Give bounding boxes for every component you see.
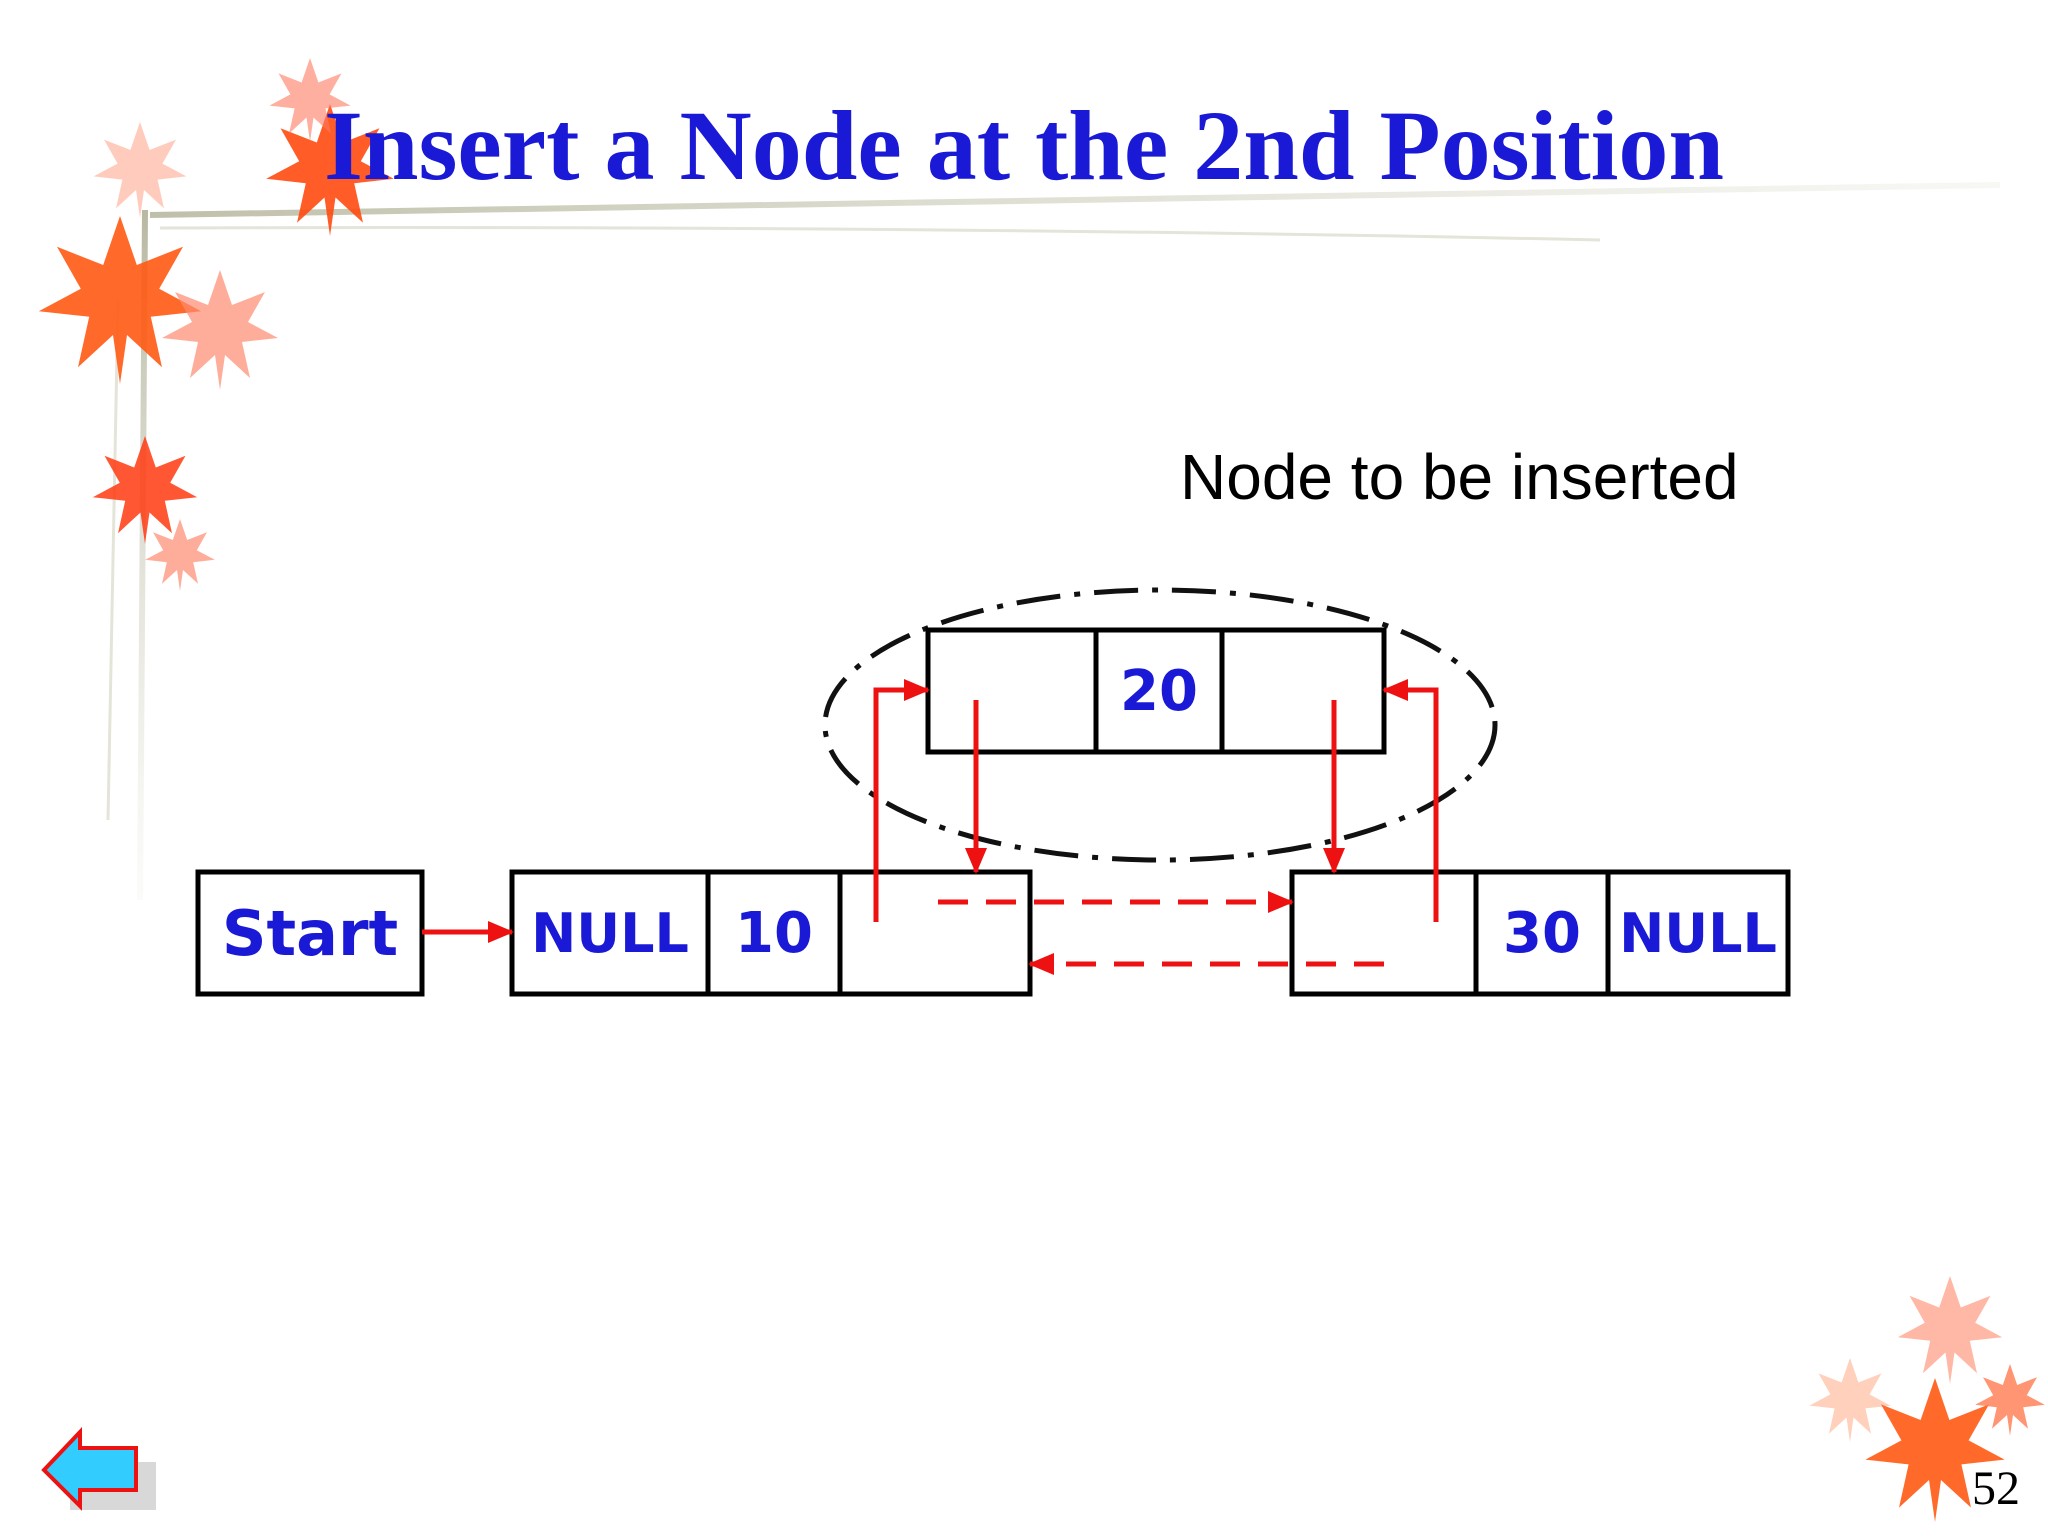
arrow-node3-to-new-node [1382, 679, 1439, 922]
maple-leaf-icon [266, 104, 394, 236]
new-node-data-label: 20 [1120, 658, 1198, 724]
node-1-next-cell [837, 869, 1033, 997]
maple-leaf-icon [38, 216, 202, 384]
node-3-next-cell [1605, 869, 1791, 997]
maple-leaf-icon [93, 122, 187, 218]
frame-line-horizontal [149, 182, 2001, 218]
node-3-data-label: 30 [1503, 900, 1581, 966]
node-3-data-cell [1473, 869, 1611, 997]
maple-leaf-icon [162, 270, 278, 390]
maple-leaf-icon [1865, 1378, 2005, 1522]
slide-title: Insert a Node at the 2nd Position [323, 90, 1725, 201]
maple-leaf-icon [1975, 1364, 2045, 1436]
new-node-data-cell [1093, 627, 1225, 755]
node-3 [1289, 869, 1791, 997]
node-3-next-label: NULL [1619, 901, 1777, 965]
node-1-data-label: 10 [735, 900, 813, 966]
node-3-prev-cell [1289, 869, 1479, 997]
diagram-caption: Node to be inserted [1180, 441, 1739, 513]
maple-leaf-icon [1809, 1358, 1891, 1442]
left-arrow-icon [41, 1426, 138, 1511]
new-node [925, 627, 1387, 755]
new-node-next-cell [1219, 627, 1387, 755]
new-node-highlight-ellipse [822, 587, 1498, 863]
arrow-node1-to-new-node [873, 679, 930, 922]
start-label: Start [221, 896, 399, 970]
page-number: 52 [1972, 1462, 2020, 1515]
new-node-prev-cell [925, 627, 1099, 755]
back-button[interactable] [41, 1426, 156, 1511]
maple-leaf-icon [92, 436, 198, 544]
maple-leaf-icon [145, 519, 215, 591]
maple-leaf-icon [269, 58, 351, 142]
maple-leaf-icon [1897, 1276, 2003, 1384]
node-1-prev-label: NULL [531, 901, 689, 965]
